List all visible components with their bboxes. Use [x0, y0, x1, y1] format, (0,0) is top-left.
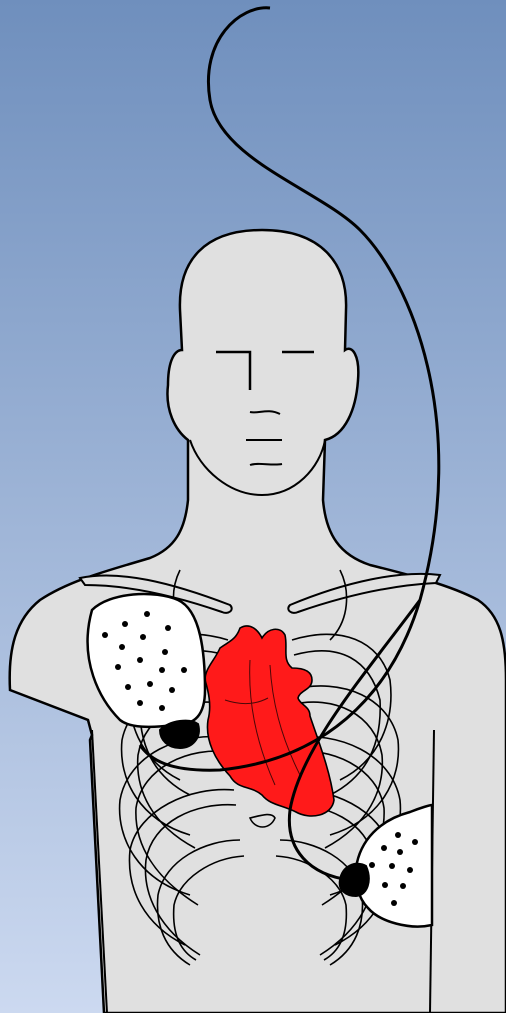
pad-connector-upper	[160, 721, 199, 748]
chin	[250, 464, 282, 465]
